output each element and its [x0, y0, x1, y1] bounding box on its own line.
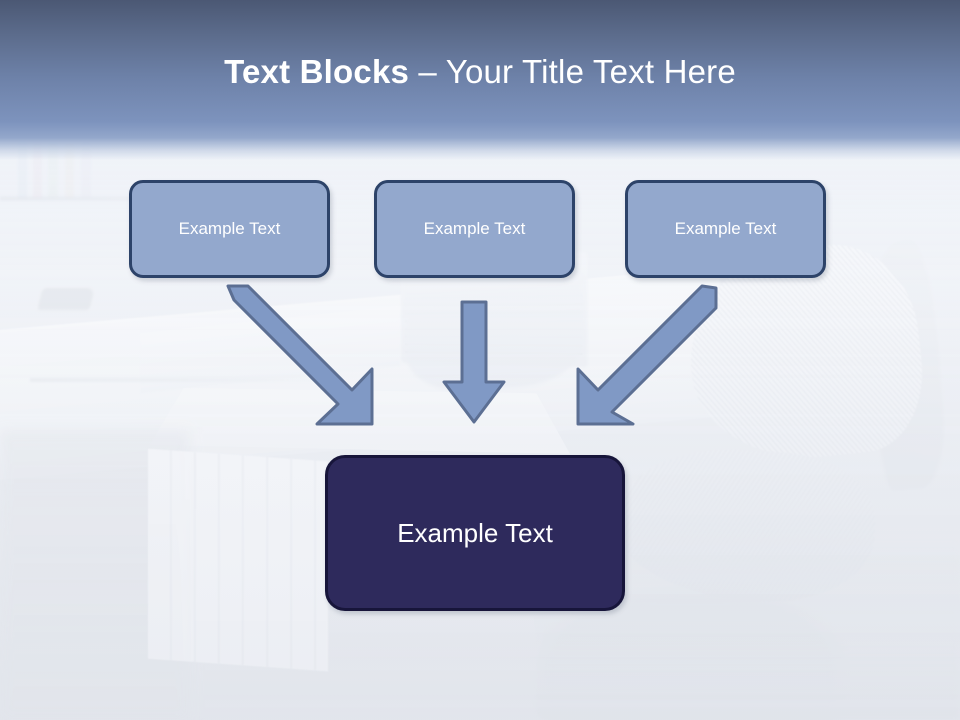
text-block-top-2-label: Example Text [423, 219, 526, 238]
text-block-top-1[interactable]: Example Text [129, 180, 330, 278]
text-block-bottom-label: Example Text [397, 517, 553, 548]
page-title-bold: Text Blocks [224, 53, 410, 90]
page-title: Text Blocks – Your Title Text Here [0, 52, 960, 92]
title-band: Text Blocks – Your Title Text Here [0, 0, 960, 160]
text-block-top-3-label: Example Text [674, 219, 777, 238]
text-block-top-3[interactable]: Example Text [625, 180, 826, 278]
page-title-separator: – [409, 53, 446, 90]
text-block-top-1-label: Example Text [178, 219, 281, 238]
page-title-rest: Your Title Text Here [445, 53, 736, 90]
text-block-top-2[interactable]: Example Text [374, 180, 575, 278]
text-block-bottom[interactable]: Example Text [325, 455, 625, 611]
